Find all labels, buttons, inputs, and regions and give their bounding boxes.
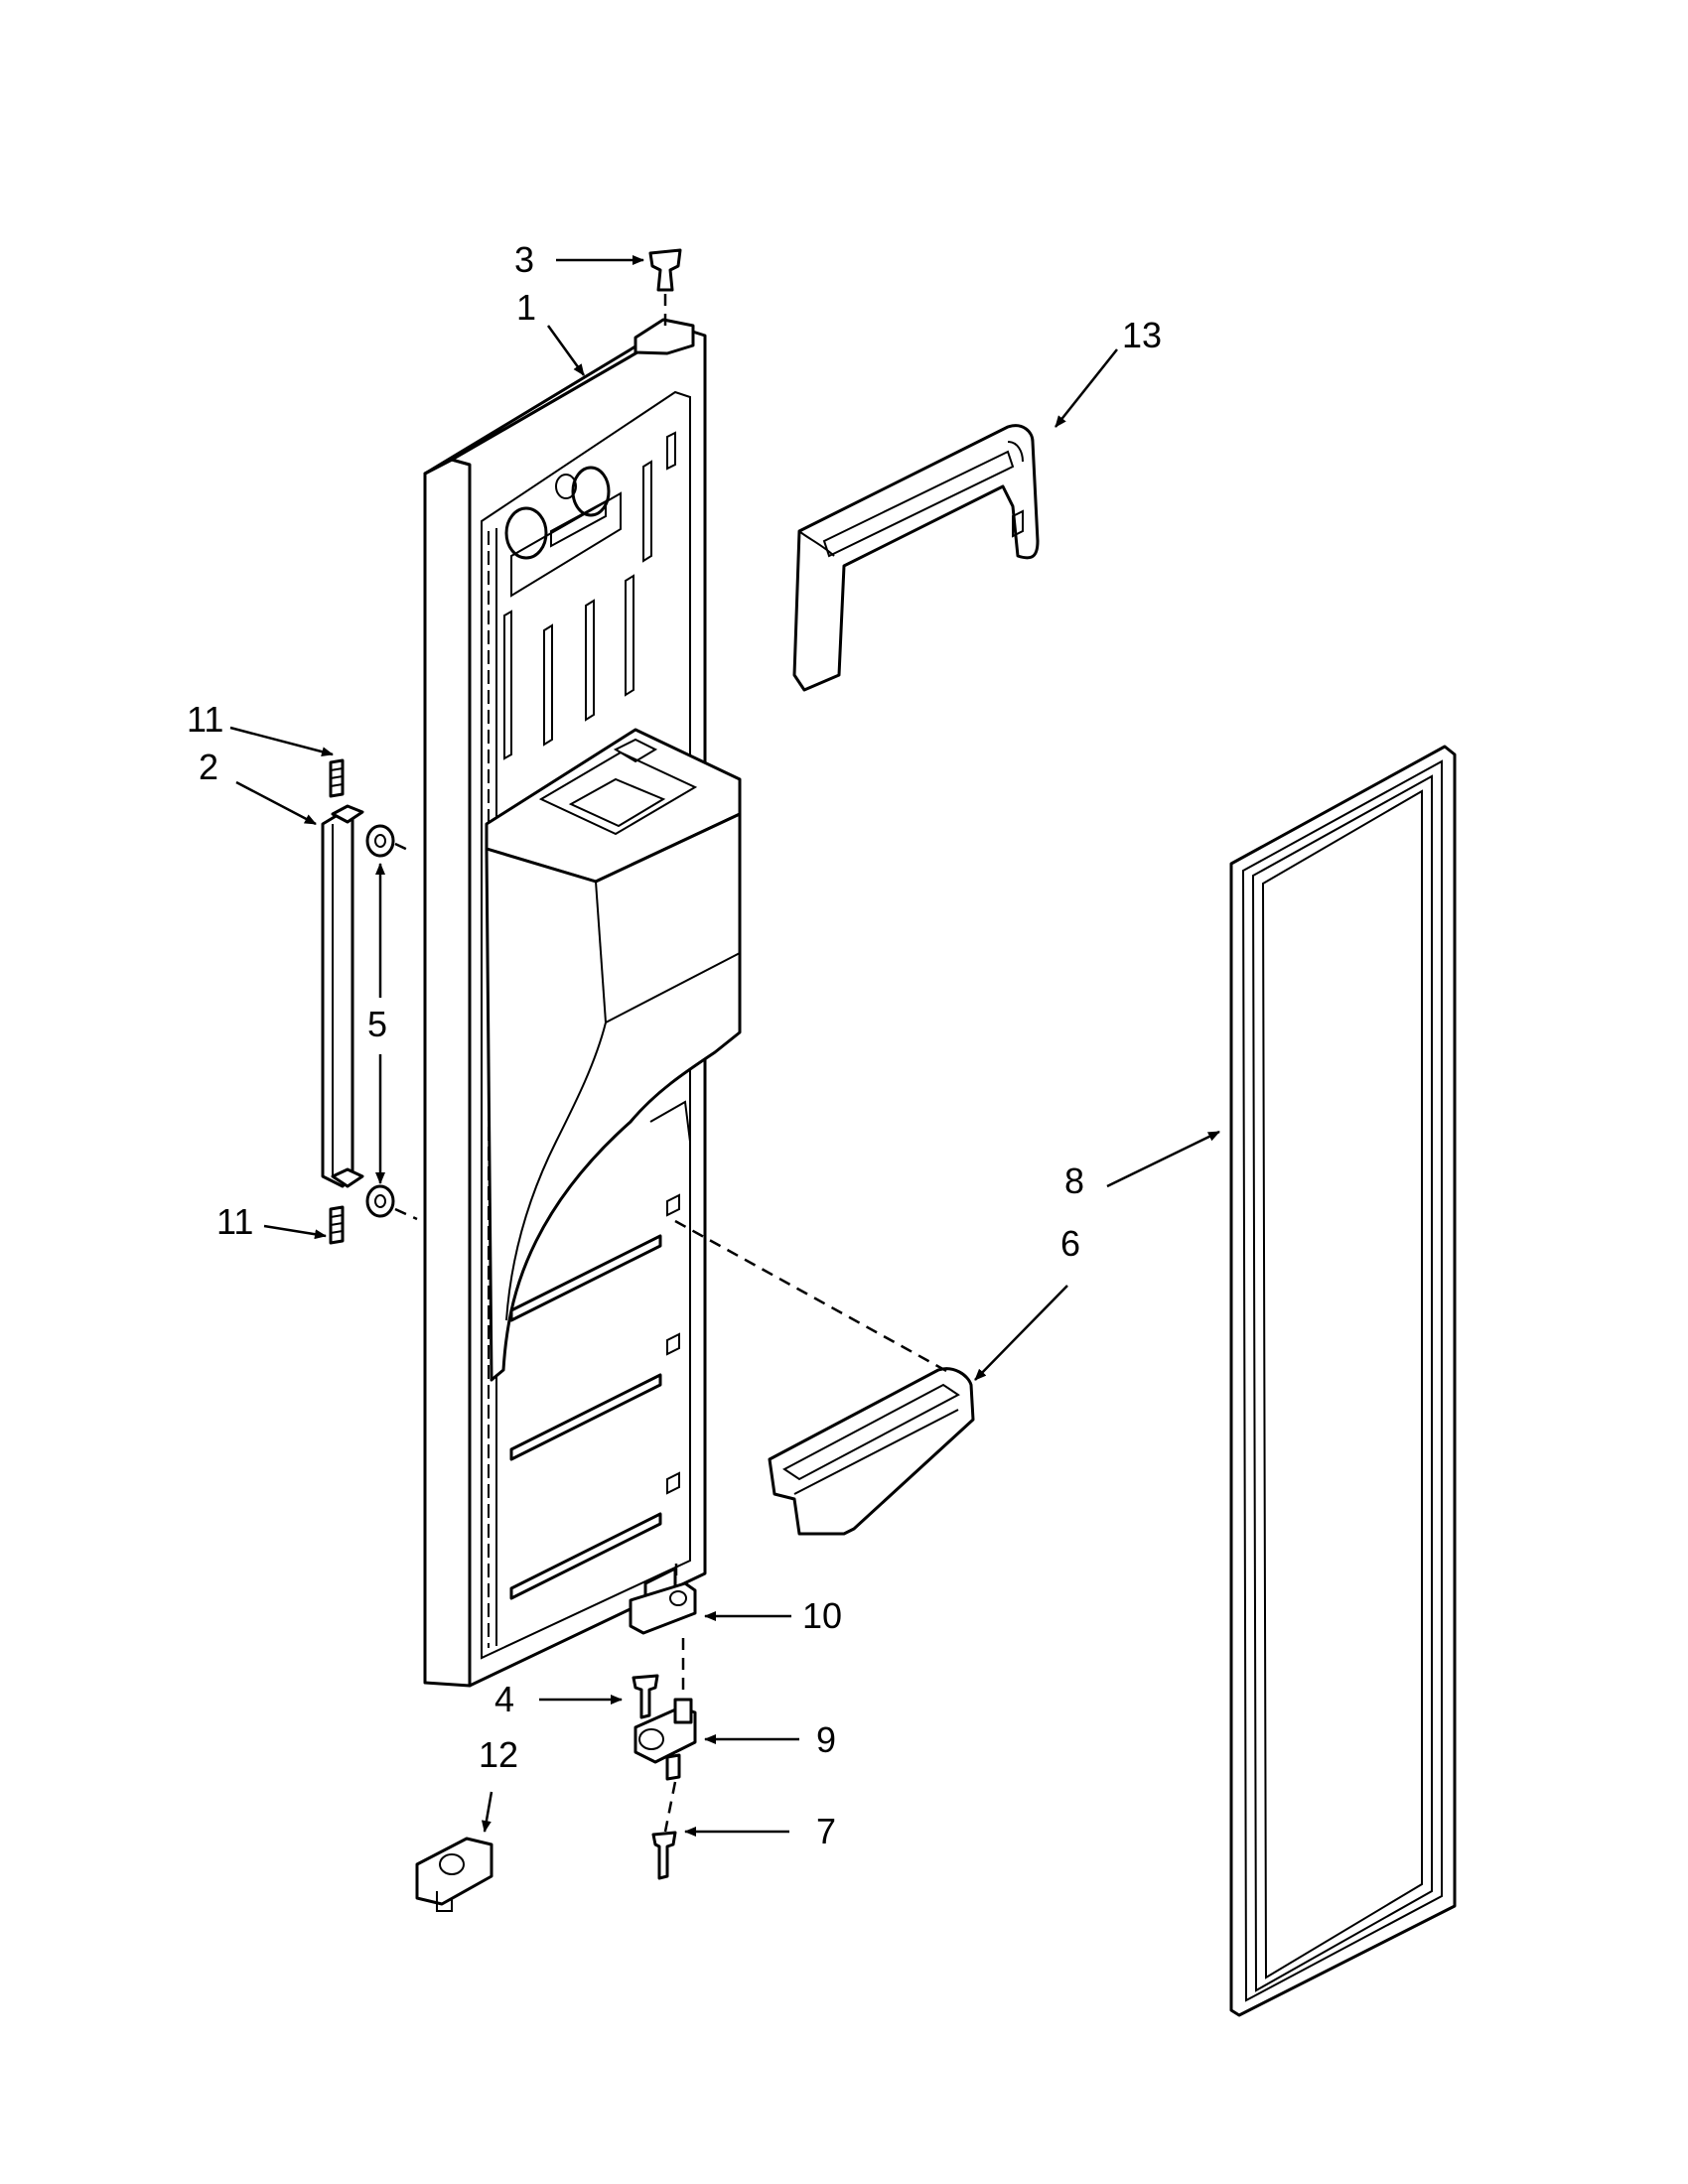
callout-3: 3	[514, 239, 534, 280]
spacer-part-5-bottom	[365, 1184, 418, 1221]
door-handle-part-2	[321, 804, 364, 1188]
callout-11-top: 11	[187, 699, 223, 740]
callout-2: 2	[199, 747, 218, 787]
hinge-bushing-part-3	[648, 248, 682, 333]
leader-lines	[229, 255, 1220, 1837]
callout-11-bottom: 11	[216, 1201, 253, 1242]
callout-13: 13	[1122, 315, 1162, 355]
callout-12: 12	[479, 1734, 518, 1775]
callout-labels: 1 2 3 4 5 6 7 8 9 10 11 11 12 13	[187, 239, 1162, 1851]
callout-10: 10	[802, 1595, 842, 1636]
set-screw-part-11-top	[329, 758, 345, 798]
door-bin-part-6	[674, 1219, 975, 1536]
set-screw-part-11-bottom	[329, 1205, 345, 1245]
hinge-assembly-part-9	[633, 1638, 697, 1781]
callout-4: 4	[494, 1679, 514, 1719]
spacer-part-5-top	[365, 824, 413, 858]
callout-8: 8	[1064, 1160, 1084, 1201]
screw-part-4	[632, 1674, 659, 1719]
screw-part-7	[651, 1781, 677, 1880]
callout-9: 9	[816, 1719, 836, 1760]
hinge-plate-part-10	[629, 1564, 697, 1635]
callout-1: 1	[516, 287, 536, 328]
callout-6: 6	[1060, 1223, 1080, 1264]
door-gasket-part-8	[1229, 745, 1457, 2017]
callout-7: 7	[816, 1811, 836, 1851]
door-assembly	[423, 318, 742, 1688]
door-bin-part-13	[792, 424, 1040, 692]
callout-5: 5	[367, 1004, 387, 1044]
hinge-cover-part-12	[415, 1837, 493, 1912]
